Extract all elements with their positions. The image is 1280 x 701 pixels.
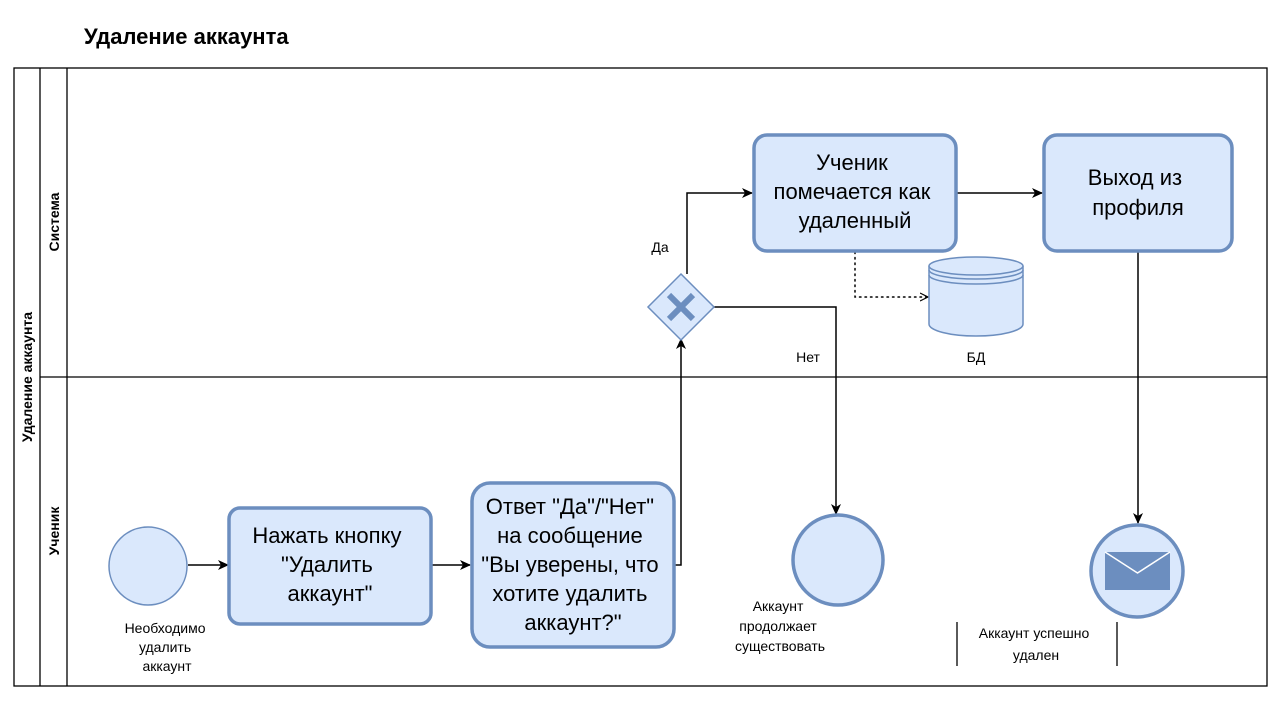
pool-label: Удаление аккаунта xyxy=(19,312,35,442)
flow-gateway-yes xyxy=(686,188,753,274)
exclusive-gateway[interactable] xyxy=(646,272,716,342)
flow-task2-to-gateway xyxy=(675,338,686,566)
end-event-account-continues[interactable] xyxy=(791,513,885,607)
lane-label-student: Ученик xyxy=(46,506,62,556)
task-answer-confirmation-label: Ответ "Да"/"Нет" на сообщение "Вы уверен… xyxy=(481,494,664,635)
task-answer-confirmation[interactable] xyxy=(470,481,676,649)
datastore-label: БД xyxy=(967,349,986,365)
start-event[interactable] xyxy=(108,526,188,606)
lane-label-system: Система xyxy=(46,192,62,251)
task-press-delete-button[interactable] xyxy=(227,506,433,626)
end-event-account-continues-label: Аккаунт продолжает существовать xyxy=(735,598,825,654)
task-press-delete-button-label: Нажать кнопку "Удалить аккаунт" xyxy=(252,523,407,606)
task-mark-deleted-label: Ученик помечается как удаленный xyxy=(774,150,937,233)
task-mark-deleted[interactable] xyxy=(752,133,958,253)
gateway-no-label: Нет xyxy=(796,349,820,365)
data-association xyxy=(854,251,928,297)
datastore-icon[interactable] xyxy=(928,256,1024,337)
envelope-icon xyxy=(1104,551,1171,590)
end-event-account-deleted-label: Аккаунт успешно удален xyxy=(979,625,1093,663)
task-exit-profile-label: Выход из профиля xyxy=(1088,165,1188,220)
task-exit-profile[interactable] xyxy=(1042,133,1234,253)
gateway-x-icon xyxy=(666,292,696,322)
diagram-title: Удаление аккаунта xyxy=(84,24,289,49)
start-event-label: Необходимо удалить аккаунт xyxy=(125,620,210,674)
gateway-yes-label: Да xyxy=(651,239,668,255)
flow-gateway-no xyxy=(714,306,841,515)
